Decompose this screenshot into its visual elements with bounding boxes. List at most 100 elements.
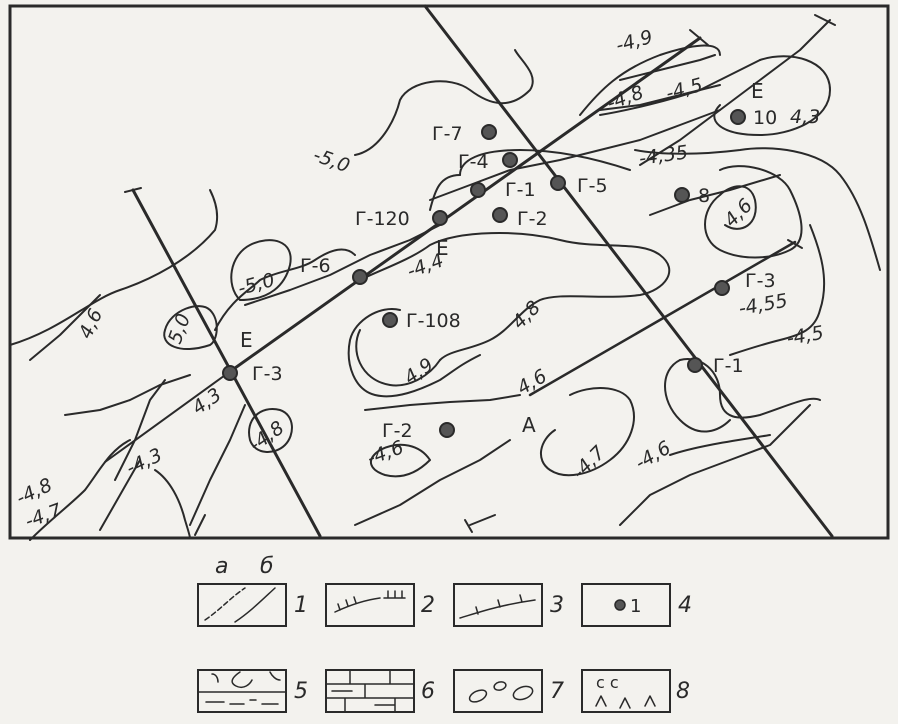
boundary-line <box>244 224 441 306</box>
legend-symbol <box>211 671 281 689</box>
contour-line <box>540 387 635 477</box>
map-frame <box>8 4 890 540</box>
well-label: Г-2 <box>517 208 548 230</box>
well-label: Г-3 <box>745 270 776 292</box>
contour-line <box>729 224 826 356</box>
legend-number: 5 <box>294 679 308 704</box>
legend-header-b: б <box>260 554 274 579</box>
boundary-line <box>114 379 166 481</box>
legend-item-7: 7 <box>453 669 564 713</box>
wells <box>222 109 746 438</box>
legend-symbol <box>334 590 406 613</box>
legend-symbol <box>512 685 534 701</box>
legend-swatch <box>453 669 543 713</box>
boundary-line <box>364 394 521 411</box>
contour-line <box>214 248 356 331</box>
contour-label: 4,8 <box>508 297 545 334</box>
legend-item-5: 5 <box>197 669 308 713</box>
legend-symbol <box>204 587 246 621</box>
contour-label: 5,0 <box>164 311 195 347</box>
profile-letter: А <box>522 413 536 437</box>
legend-symbol <box>205 699 279 705</box>
fault-ticks <box>124 14 836 536</box>
legend-number: 8 <box>676 679 690 704</box>
well-marker <box>550 175 566 191</box>
legend-number: 3 <box>550 593 564 618</box>
fault-line <box>528 240 797 397</box>
legend-swatch <box>197 583 287 627</box>
contour-label: 4,3 <box>790 106 820 128</box>
legend-number: 1 <box>294 593 308 618</box>
contour-label: -4,8 <box>604 81 646 114</box>
contour-label: 4,3 <box>188 384 225 419</box>
well-label: Г-1 <box>713 355 744 377</box>
legend-item-1: 1 <box>197 583 308 627</box>
legend-inner-label: с с <box>596 673 619 692</box>
well-marker <box>470 182 486 198</box>
boundary-line <box>189 404 246 526</box>
well-marker <box>687 357 703 373</box>
boundary-line <box>64 374 191 416</box>
boundary-line <box>649 174 781 216</box>
boundary-line <box>29 294 101 361</box>
legend-inner-label: 1 <box>630 596 641 617</box>
well-label: Г-6 <box>300 255 331 277</box>
contour-line <box>355 329 441 387</box>
contour-label: -4,6 <box>632 437 675 475</box>
legend-number: 7 <box>550 679 564 704</box>
well-marker <box>714 280 730 296</box>
faults <box>104 4 834 538</box>
contour-line <box>669 434 771 456</box>
well-marker <box>492 207 508 223</box>
boundary-line <box>354 439 511 526</box>
contour-label: -4,55 <box>737 290 789 320</box>
contour-line <box>713 55 831 136</box>
legend-swatch <box>581 583 671 627</box>
well-label: 8 <box>698 185 710 207</box>
legend-swatch <box>197 669 287 713</box>
well-label: Г-3 <box>252 363 283 385</box>
legend-symbol <box>493 681 507 691</box>
boundary-line <box>619 54 716 81</box>
well-label: Г-5 <box>577 175 608 197</box>
contour-line <box>354 49 534 156</box>
well-marker <box>502 152 518 168</box>
legend-header-a: а <box>215 554 228 579</box>
contour-line <box>459 149 631 176</box>
profile-letters: Е Е Е А <box>240 79 764 437</box>
tick-mark <box>194 514 206 536</box>
contour-labels: -5,0 -4,9 -4,8 -4,5 4,3 -4,35 4,6 -4,4 -… <box>13 26 826 533</box>
legend-swatch <box>581 669 671 713</box>
contour-line <box>347 308 481 398</box>
contour-line <box>704 165 803 259</box>
tick-mark <box>787 239 803 249</box>
contour-label: -4,7 <box>568 442 610 484</box>
profile-letter: Е <box>240 328 253 352</box>
legend-symbol <box>595 695 656 709</box>
tick-mark <box>464 519 473 533</box>
well-label: Г-120 <box>355 208 410 230</box>
well-symbol-icon <box>614 599 626 611</box>
well-marker <box>352 269 368 285</box>
boundary-line <box>599 84 721 111</box>
fault-line <box>104 372 229 463</box>
well-label: Г-7 <box>432 123 463 145</box>
contour-line <box>163 305 218 350</box>
tick-mark <box>814 14 836 26</box>
well-marker <box>382 312 398 328</box>
well-marker <box>222 365 238 381</box>
contour-label: -4,5 <box>785 322 825 350</box>
profile-letter: Е <box>436 236 449 260</box>
contour-label: -4,35 <box>638 141 690 170</box>
boundary-line <box>469 514 496 526</box>
legend-swatch <box>453 583 543 627</box>
contour-label: -5,0 <box>310 144 352 177</box>
contour-line <box>230 239 292 301</box>
boundary-line <box>639 19 831 166</box>
boundary-line <box>619 404 811 526</box>
well-marker <box>481 124 497 140</box>
contour-line <box>359 232 671 361</box>
legend-number: 2 <box>421 593 435 618</box>
well-marker <box>439 422 455 438</box>
contour-label: -4,6 <box>364 436 406 469</box>
